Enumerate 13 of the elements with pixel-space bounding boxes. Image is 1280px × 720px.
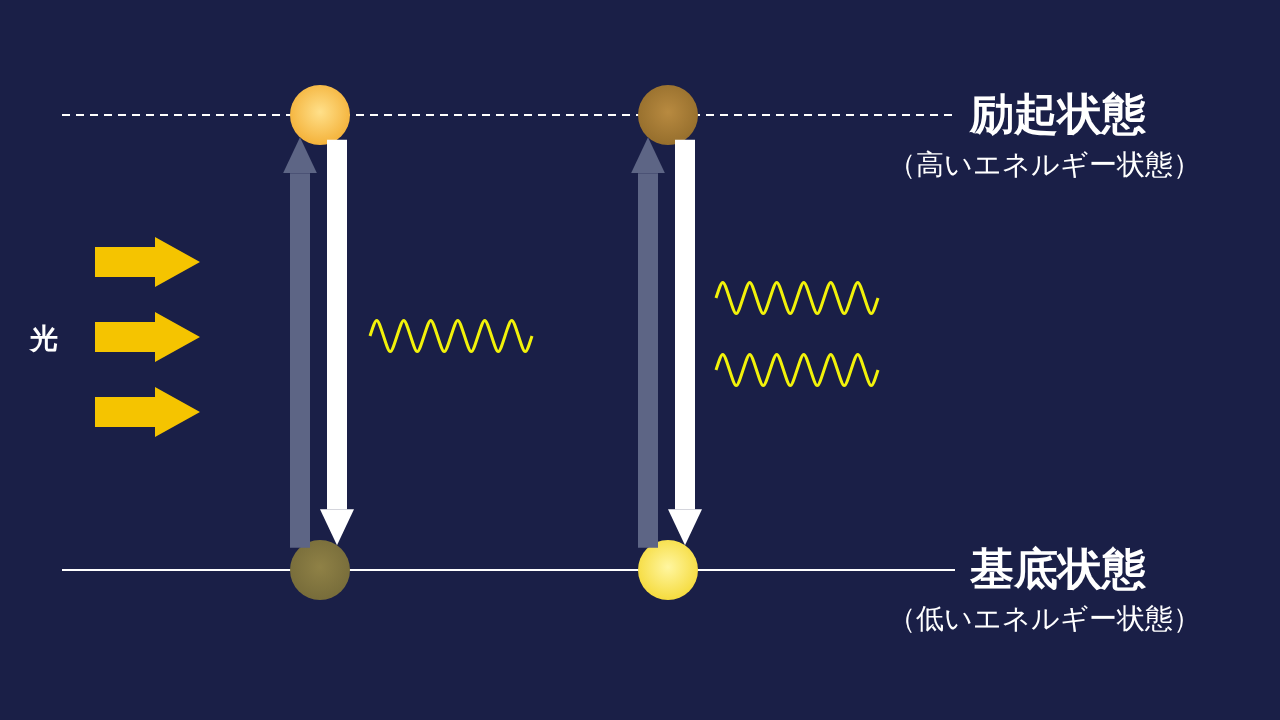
level-name: 励起状態	[970, 87, 1146, 141]
light-label: 光	[30, 321, 58, 357]
level-description: （低いエネルギー状態）	[888, 601, 1201, 637]
transition-arrow	[283, 137, 317, 548]
particle-circle	[290, 540, 350, 600]
transition-arrow	[320, 139, 354, 546]
transition-arrow	[668, 139, 702, 546]
level-name: 基底状態	[970, 542, 1146, 596]
particle-circle	[638, 540, 698, 600]
particle-circle	[638, 85, 698, 145]
particle-circle	[290, 85, 350, 145]
level-description: （高いエネルギー状態）	[888, 147, 1201, 183]
transition-arrow	[631, 137, 665, 548]
